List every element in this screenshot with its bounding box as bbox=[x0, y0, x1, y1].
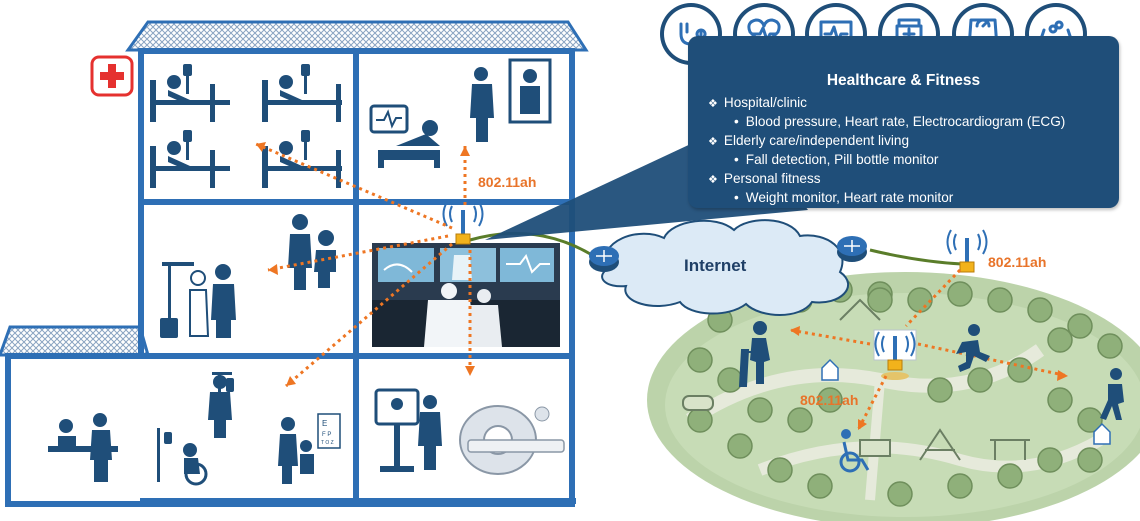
tree bbox=[947, 281, 973, 307]
tree bbox=[867, 287, 893, 313]
tree bbox=[1077, 407, 1103, 433]
list-item: Personal fitness bbox=[708, 170, 1118, 189]
list-item: Fall detection, Pill bottle monitor bbox=[708, 151, 1118, 169]
eye-exam-icon: E F P T O Z bbox=[278, 413, 341, 484]
tree bbox=[787, 407, 813, 433]
tree bbox=[927, 377, 953, 403]
telemedicine-robot-icon bbox=[374, 388, 442, 472]
list-item: Elderly care/independent living bbox=[708, 132, 1118, 151]
park-shelter bbox=[821, 358, 1111, 445]
tree bbox=[1007, 357, 1033, 383]
walker-person-icon bbox=[738, 321, 770, 387]
link-arrowheads bbox=[256, 142, 1068, 430]
tree bbox=[807, 473, 833, 499]
panel-title: Healthcare & Fitness bbox=[826, 72, 981, 89]
tree bbox=[947, 473, 973, 499]
hospital-roof-annex bbox=[0, 325, 150, 357]
tree bbox=[997, 463, 1023, 489]
hospital-protocol-label: 802.11ah bbox=[478, 174, 537, 190]
hospital-building: E F P T O Z bbox=[0, 20, 589, 507]
router-right-icon bbox=[837, 236, 867, 262]
access-point-hospital-icon bbox=[442, 201, 484, 245]
access-point-park-icon bbox=[873, 329, 917, 380]
playground-equipment bbox=[682, 298, 1030, 461]
svg-text:T O Z: T O Z bbox=[321, 440, 334, 446]
panel-list: Hospital/clinic Blood pressure, Heart ra… bbox=[708, 94, 1118, 207]
patient-monitor-bed-icon bbox=[369, 104, 440, 168]
svg-text:E: E bbox=[322, 419, 327, 428]
list-item: Weight monitor, Heart rate monitor bbox=[708, 189, 1118, 207]
tree bbox=[687, 347, 713, 373]
outdoor-protocol-label: 802.11ah bbox=[988, 254, 1047, 270]
tree bbox=[767, 457, 793, 483]
ward-beds-icon bbox=[150, 64, 342, 188]
medical-cross-icon bbox=[90, 55, 134, 97]
tree bbox=[987, 287, 1013, 313]
iv-patient-icon bbox=[157, 372, 234, 486]
list-item: Blood pressure, Heart rate, Electrocardi… bbox=[708, 113, 1118, 131]
wheelchair-user-icon bbox=[839, 429, 870, 473]
control-room-image bbox=[372, 243, 560, 347]
reception-desk-icon bbox=[48, 413, 118, 482]
tree bbox=[1097, 333, 1123, 359]
tree bbox=[967, 367, 993, 393]
tree bbox=[907, 287, 933, 313]
doctor-patient-icon bbox=[288, 214, 336, 290]
tree bbox=[1037, 447, 1063, 473]
tree bbox=[727, 433, 753, 459]
tree bbox=[887, 481, 913, 507]
tree bbox=[1047, 327, 1073, 353]
access-point-outdoor-icon bbox=[946, 229, 988, 273]
list-item: Hospital/clinic bbox=[708, 94, 1118, 113]
tree bbox=[687, 407, 713, 433]
tree bbox=[817, 387, 843, 413]
healthcare-fitness-panel: Healthcare & Fitness Hospital/clinic Blo… bbox=[688, 36, 1119, 208]
hiker-icon bbox=[1100, 368, 1124, 420]
elderly-care-icon bbox=[160, 262, 236, 338]
tree bbox=[1077, 447, 1103, 473]
svg-text:F P: F P bbox=[322, 432, 331, 438]
tree bbox=[1027, 297, 1053, 323]
tree bbox=[747, 397, 773, 423]
runner-icon bbox=[956, 324, 990, 372]
internet-cloud bbox=[601, 219, 849, 316]
hospital-roof-top bbox=[125, 20, 589, 52]
mri-scanner-image bbox=[459, 405, 565, 475]
park-protocol-label: 802.11ah bbox=[800, 392, 859, 408]
doctor-xray-icon bbox=[470, 58, 552, 142]
tree bbox=[1067, 313, 1093, 339]
internet-label: Internet bbox=[684, 256, 747, 275]
router-left-icon bbox=[589, 246, 619, 272]
tree bbox=[1047, 387, 1073, 413]
tree bbox=[717, 367, 743, 393]
